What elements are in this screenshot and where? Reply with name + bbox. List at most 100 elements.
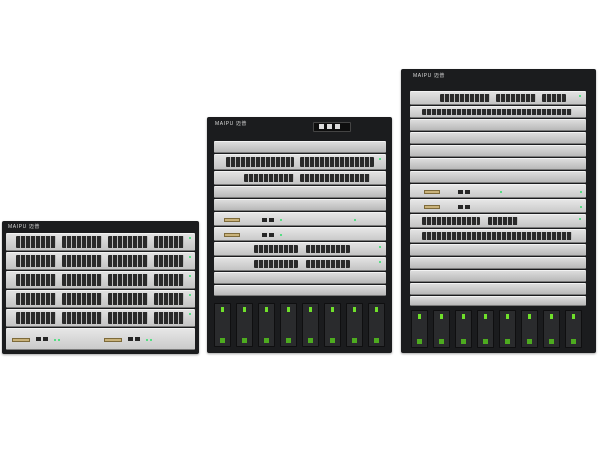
fan-tray (477, 310, 494, 348)
port-block (244, 174, 294, 182)
port-block (108, 312, 148, 324)
port-block (108, 255, 148, 267)
status-led (189, 237, 191, 239)
medium-chassis: MAIPU 迈普 (207, 117, 392, 353)
port-block (16, 293, 56, 305)
port-block (108, 274, 148, 286)
port-block (154, 312, 184, 324)
status-led (579, 95, 581, 97)
line-card (6, 271, 195, 289)
line-card (410, 229, 586, 243)
mgmt-port (36, 337, 41, 341)
port-block (108, 236, 148, 248)
port-block (300, 157, 374, 167)
pull-tab (424, 190, 440, 194)
status-led (379, 246, 381, 248)
port-block (440, 94, 490, 102)
status-led (580, 206, 582, 208)
pull-tab (224, 233, 240, 237)
status-led (146, 339, 148, 341)
port-block (254, 260, 298, 268)
fan-tray (302, 303, 319, 347)
line-card (410, 106, 586, 118)
status-led (189, 275, 191, 277)
port-block (488, 217, 518, 225)
status-led (280, 234, 282, 236)
status-led (379, 261, 381, 263)
port-block (226, 157, 294, 167)
mgmt-port (262, 218, 267, 222)
port-block (422, 109, 572, 115)
blank-slot (410, 171, 586, 183)
blank-slot (410, 270, 586, 282)
status-led (189, 313, 191, 315)
port-block (496, 94, 536, 102)
blank-slot (214, 285, 386, 296)
line-card (214, 171, 386, 185)
port-block (62, 293, 102, 305)
port-block (16, 236, 56, 248)
status-led (580, 191, 582, 193)
line-card (410, 214, 586, 228)
pull-tab (12, 338, 30, 342)
blank-slot (410, 145, 586, 157)
port-block (16, 312, 56, 324)
management-card (410, 199, 586, 213)
pull-tab (224, 218, 240, 222)
mgmt-port (128, 337, 133, 341)
management-card (6, 328, 195, 350)
fan-tray (280, 303, 297, 347)
fan-tray (521, 310, 538, 348)
port-block (62, 236, 102, 248)
fan-tray (258, 303, 275, 347)
mgmt-port (269, 218, 274, 222)
port-block (542, 94, 566, 102)
status-led (189, 294, 191, 296)
blank-slot (410, 257, 586, 269)
mgmt-port (269, 233, 274, 237)
mgmt-port (458, 205, 463, 209)
line-card (6, 309, 195, 327)
port-block (306, 260, 350, 268)
line-card (214, 242, 386, 256)
line-card (214, 257, 386, 271)
fan-tray (543, 310, 560, 348)
blank-slot (214, 186, 386, 198)
blank-slot (214, 141, 386, 153)
mgmt-port (458, 190, 463, 194)
port-block (16, 274, 56, 286)
port-block (62, 255, 102, 267)
port-block (254, 245, 298, 253)
mgmt-port (43, 337, 48, 341)
port-block (154, 274, 184, 286)
front-display (313, 122, 351, 132)
fan-tray (236, 303, 253, 347)
status-led (354, 219, 356, 221)
blank-slot (410, 158, 586, 170)
fan-tray (346, 303, 363, 347)
management-card (214, 227, 386, 241)
status-led (379, 158, 381, 160)
fan-tray (565, 310, 582, 348)
port-block (300, 174, 370, 182)
management-card (214, 212, 386, 226)
large-brand-label: MAIPU 迈普 (413, 73, 446, 79)
fan-tray (433, 310, 450, 348)
mgmt-port (135, 337, 140, 341)
port-block (108, 293, 148, 305)
blank-slot (410, 132, 586, 144)
pull-tab (424, 205, 440, 209)
fan-tray (499, 310, 516, 348)
blank-slot (410, 244, 586, 256)
status-led (189, 256, 191, 258)
blank-slot (214, 272, 386, 284)
port-block (154, 293, 184, 305)
status-led (58, 339, 60, 341)
status-led (280, 219, 282, 221)
line-card (410, 91, 586, 105)
mgmt-port (465, 190, 470, 194)
blank-slot (410, 296, 586, 306)
mgmt-port (262, 233, 267, 237)
blank-slot (410, 283, 586, 295)
management-card (410, 184, 586, 198)
